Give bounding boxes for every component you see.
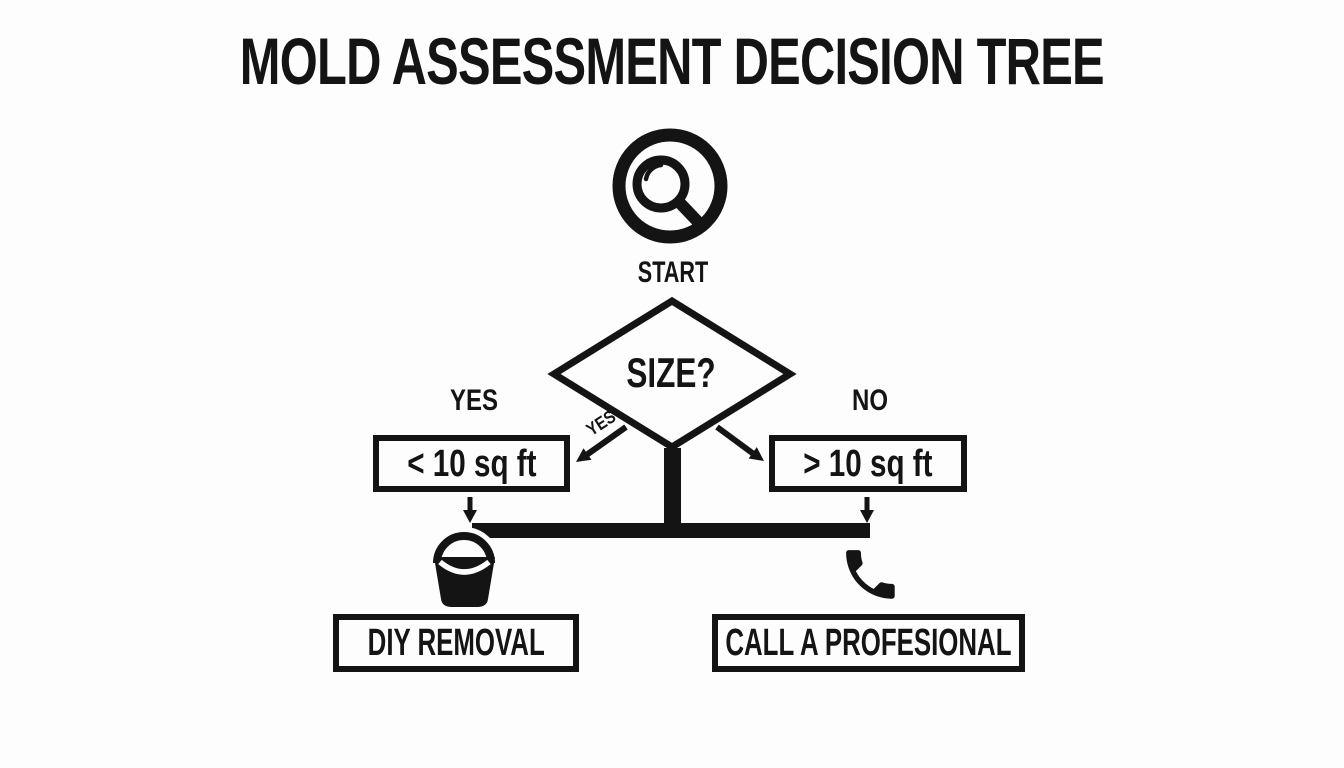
- size-small-box: < 10 sq ft: [373, 435, 570, 492]
- yes-arrow-label: YES: [582, 406, 620, 440]
- no-branch-arrow: [715, 424, 764, 461]
- page-title-text: MOLD ASSESSMENT DECISION TREE: [239, 24, 1105, 98]
- yes-branch-label: YES: [449, 384, 499, 417]
- size-large-box: > 10 sq ft: [769, 435, 967, 492]
- magnifier-icon: [612, 128, 728, 244]
- start-label: START: [637, 256, 709, 289]
- call-professional-box: CALL A PROFESIONAL: [712, 614, 1025, 672]
- no-branch-label: NO: [852, 384, 888, 417]
- left-connector-arrow: [463, 497, 477, 523]
- yes-branch-arrow: [576, 424, 628, 462]
- page-title: MOLD ASSESSMENT DECISION TREE: [0, 28, 1344, 94]
- bucket-icon: [428, 527, 500, 607]
- decision-diamond: [547, 296, 797, 452]
- diy-removal-box: DIY REMOVAL: [333, 614, 579, 672]
- decision-label: SIZE?: [626, 349, 716, 396]
- connector-tee: [472, 448, 870, 538]
- phone-icon: [846, 550, 895, 599]
- right-connector-arrow: [860, 497, 874, 523]
